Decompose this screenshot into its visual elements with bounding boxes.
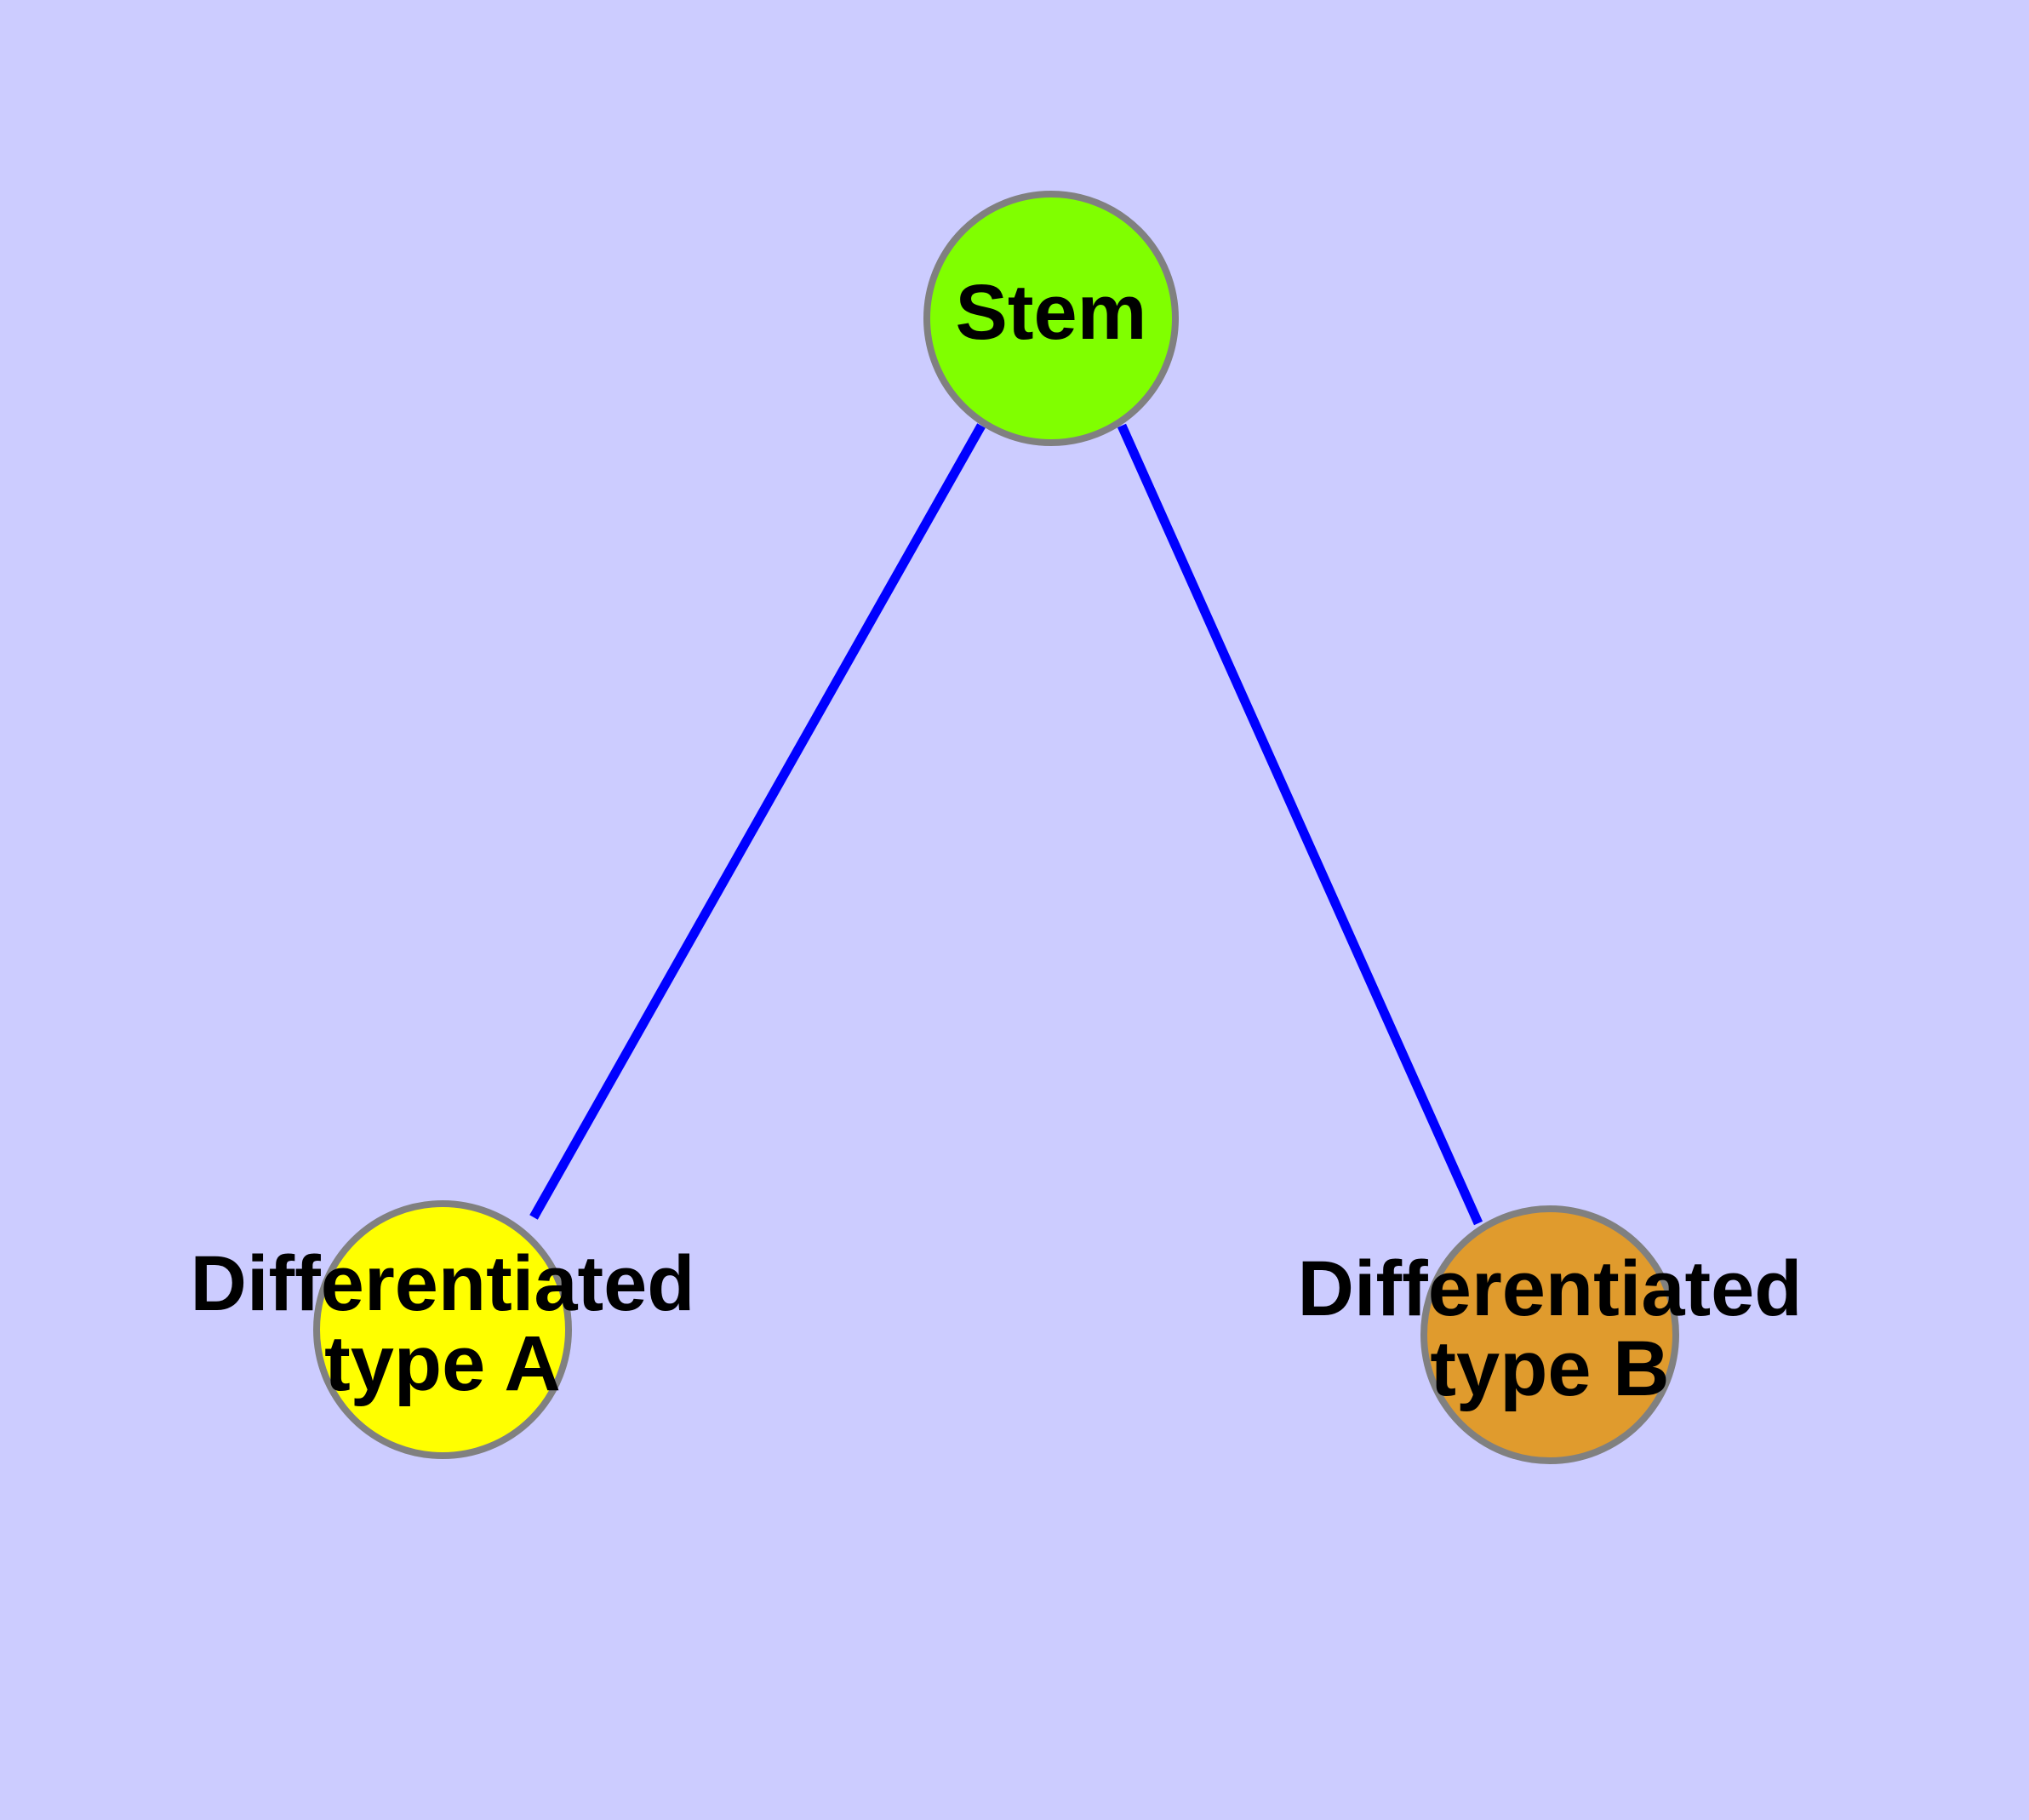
node-stem-circle[interactable]	[923, 191, 1179, 446]
node-stem[interactable]	[923, 191, 1179, 446]
edge-layer	[529, 423, 1483, 1226]
node-differentiated-type-b-circle[interactable]	[1420, 1205, 1679, 1464]
node-differentiated-type-a-circle[interactable]	[313, 1200, 572, 1459]
node-differentiated-type-a[interactable]	[313, 1200, 572, 1459]
node-layer	[313, 191, 1679, 1464]
node-stem-label: Stem	[956, 269, 1147, 356]
edge-stem-to-differentiated-type-b[interactable]	[1117, 423, 1483, 1226]
edge-stem-to-differentiated-type-a[interactable]	[529, 423, 986, 1220]
node-differentiated-type-b[interactable]	[1420, 1205, 1679, 1464]
